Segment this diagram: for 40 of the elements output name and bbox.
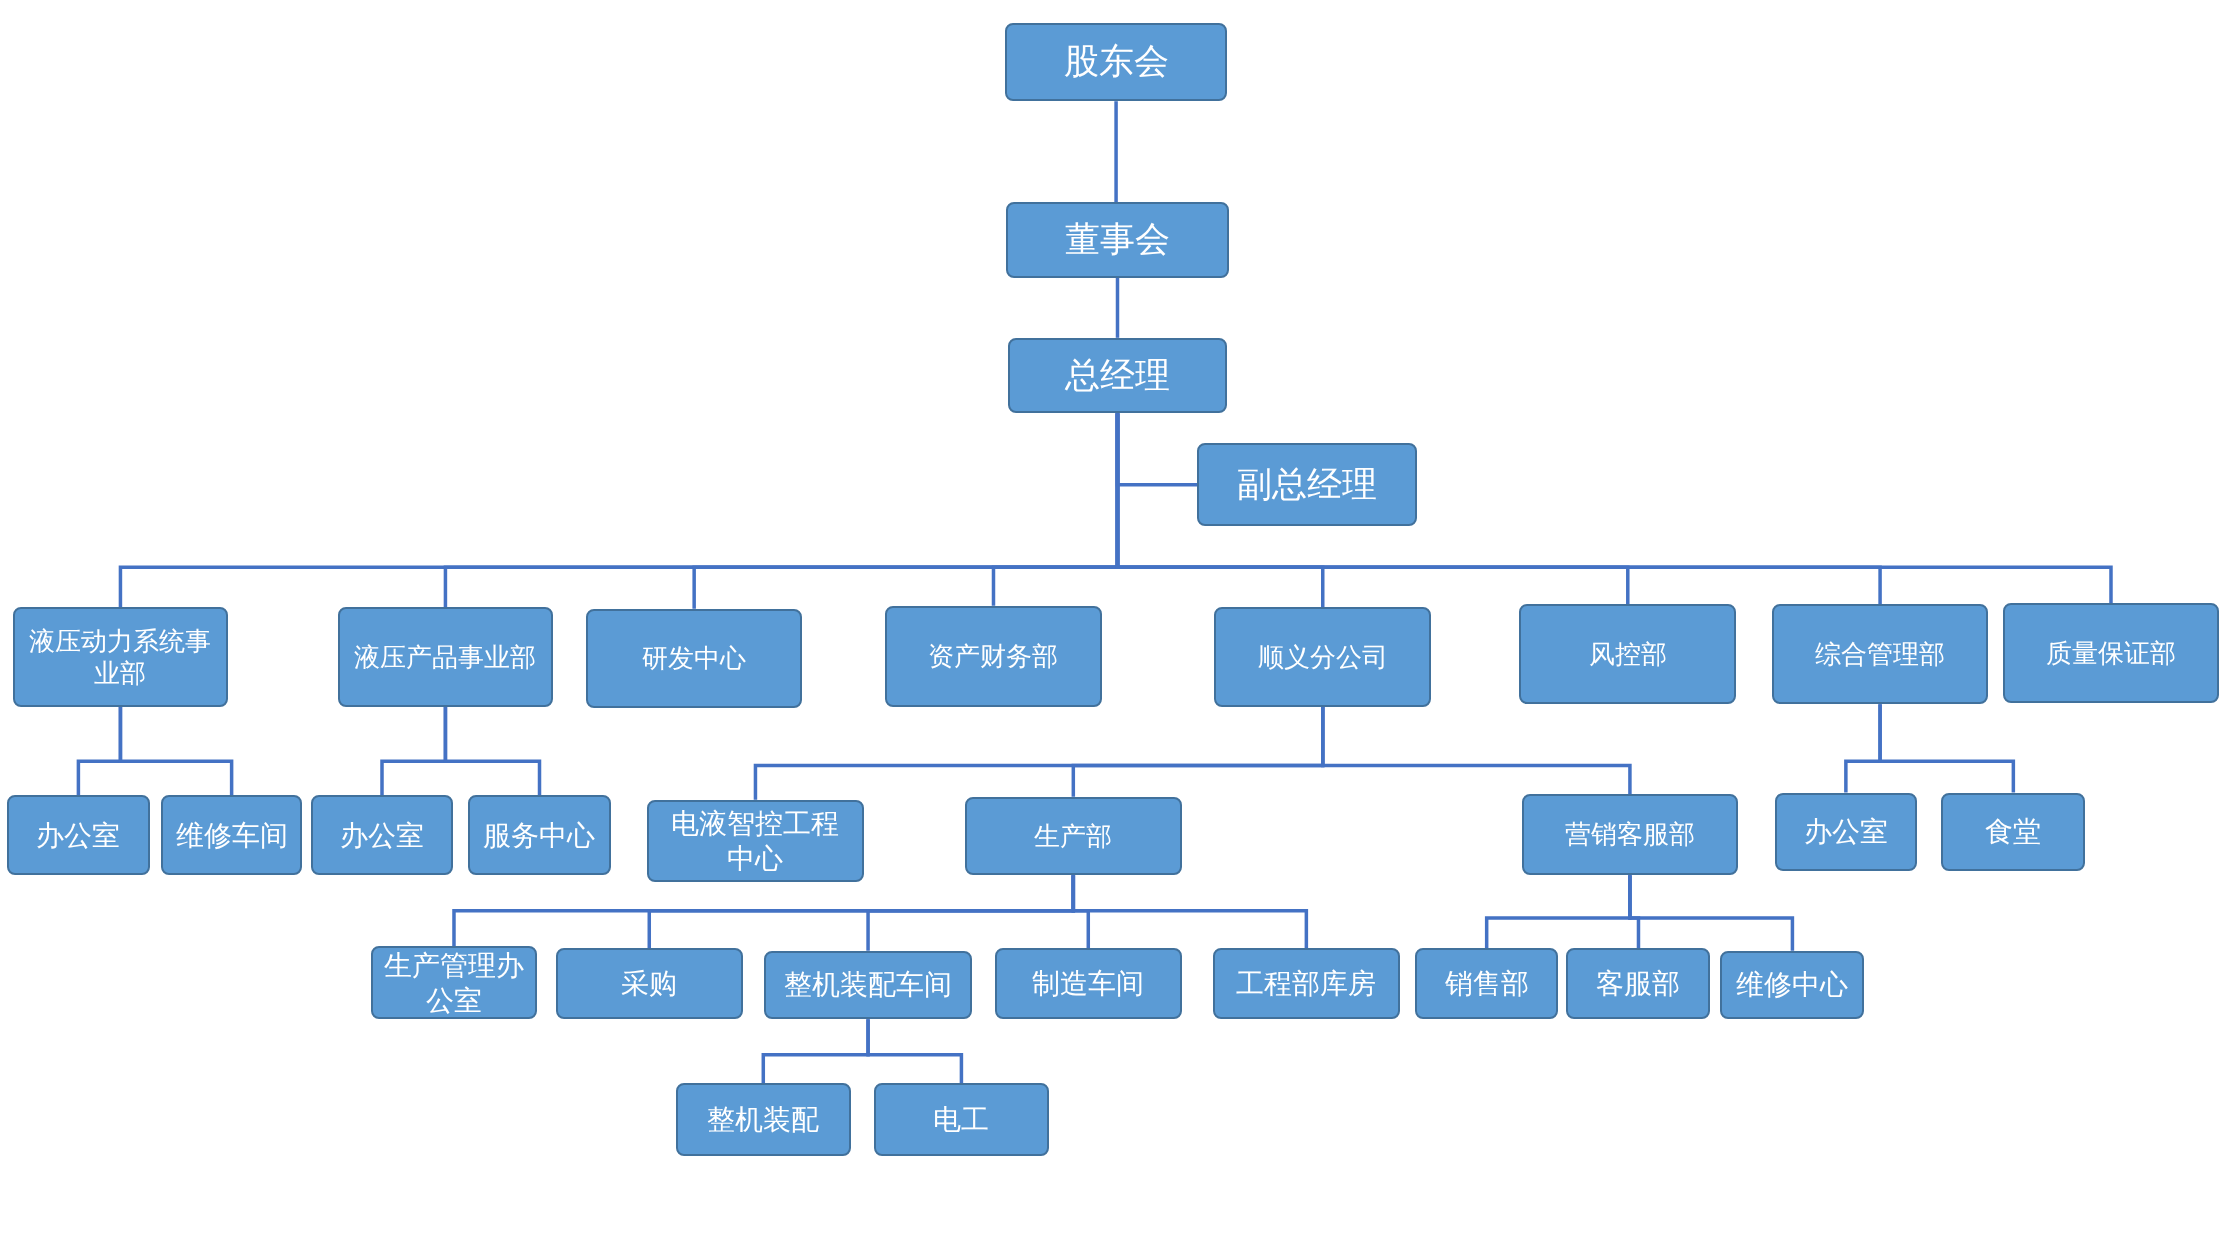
connector-line bbox=[1878, 704, 2016, 793]
org-box: 研发中心 bbox=[585, 608, 803, 709]
org-box: 股东会 bbox=[1004, 22, 1228, 102]
connector-line bbox=[1115, 277, 1120, 338]
org-box: 综合管理部 bbox=[1771, 604, 1989, 705]
org-box: 维修中心 bbox=[1720, 950, 1865, 1020]
org-box: 生产部 bbox=[964, 796, 1182, 876]
connector-line bbox=[118, 707, 234, 796]
org-box: 总经理 bbox=[1007, 337, 1228, 414]
org-box: 办公室 bbox=[1774, 792, 1918, 871]
org-box: 顺义分公司 bbox=[1214, 607, 1432, 707]
connector-line bbox=[1071, 875, 1309, 948]
connector-line bbox=[1114, 101, 1118, 203]
connector-line bbox=[1321, 707, 1632, 794]
org-box: 电液智控工程中心 bbox=[647, 799, 864, 883]
org-box: 整机装配 bbox=[675, 1083, 851, 1156]
org-box: 工程部库房 bbox=[1213, 947, 1400, 1020]
org-box: 服务中心 bbox=[467, 795, 612, 876]
org-box: 董事会 bbox=[1006, 202, 1229, 278]
org-box: 副总经理 bbox=[1197, 443, 1417, 526]
org-box: 风控部 bbox=[1519, 604, 1737, 705]
org-box: 整机装配车间 bbox=[764, 950, 973, 1020]
org-box: 采购 bbox=[555, 947, 743, 1020]
org-box: 销售部 bbox=[1415, 947, 1558, 1020]
org-box: 液压产品事业部 bbox=[337, 607, 554, 707]
connector-line bbox=[443, 707, 542, 796]
org-box: 维修车间 bbox=[161, 795, 303, 876]
org-box: 电工 bbox=[873, 1083, 1050, 1156]
connector-line bbox=[1628, 875, 1795, 951]
connector-line bbox=[866, 1019, 964, 1084]
org-box: 质量保证部 bbox=[2002, 602, 2220, 703]
org-box: 食堂 bbox=[1941, 792, 2086, 871]
org-box: 生产管理办公室 bbox=[370, 946, 538, 1020]
org-box: 办公室 bbox=[7, 795, 150, 876]
org-box: 液压动力系统事业部 bbox=[12, 607, 229, 707]
org-box: 资产财务部 bbox=[885, 605, 1102, 707]
org-box: 办公室 bbox=[310, 795, 454, 876]
org-box: 营销客服部 bbox=[1522, 793, 1738, 876]
org-box: 客服部 bbox=[1566, 947, 1711, 1020]
org-box: 制造车间 bbox=[994, 947, 1182, 1020]
